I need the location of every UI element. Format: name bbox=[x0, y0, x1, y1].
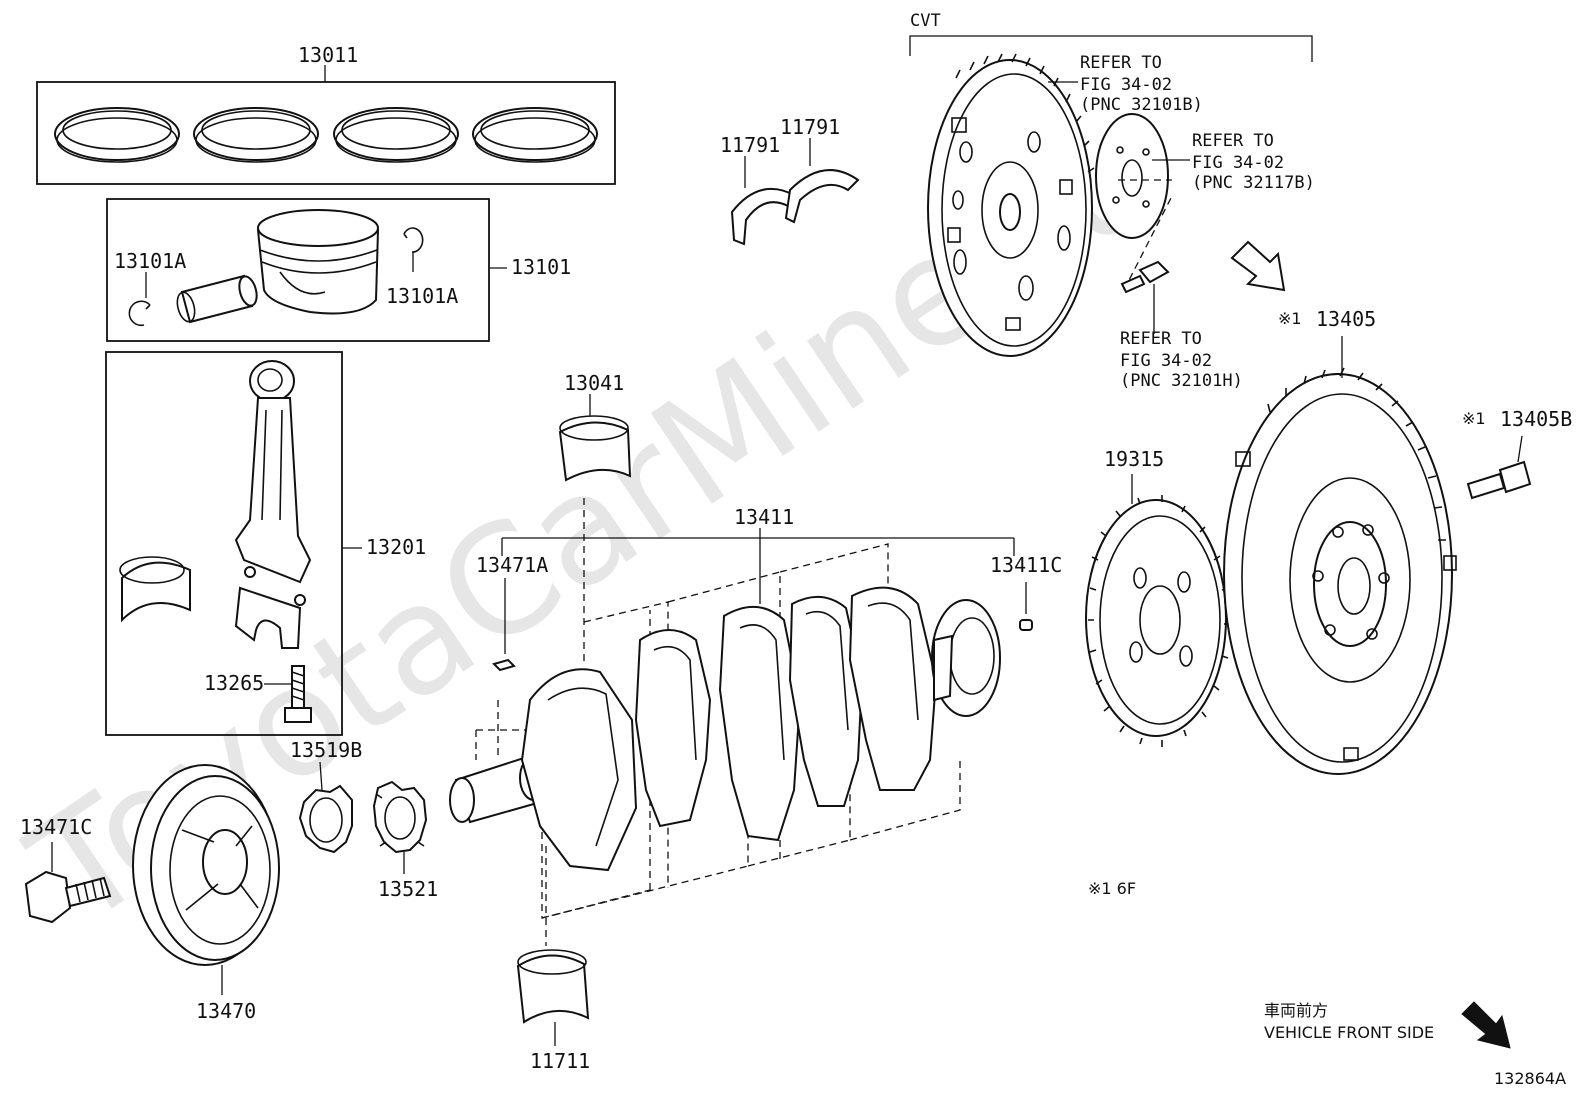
crankshaft-timing-sprocket[interactable] bbox=[298, 761, 353, 854]
counterweight-4 bbox=[788, 596, 864, 807]
crankshaft-pulley[interactable] bbox=[132, 764, 280, 995]
crankshaft-position-sensor-plate[interactable] bbox=[372, 780, 428, 874]
note-6F: ※1 6F bbox=[1088, 879, 1136, 898]
front-label-jp: 車両前方 bbox=[1264, 1001, 1328, 1020]
main-bearing-lower[interactable] bbox=[516, 949, 590, 1046]
crankshaft-signal-plate[interactable] bbox=[1085, 474, 1231, 747]
label-13101A-left[interactable]: 13101A bbox=[114, 249, 186, 273]
crankshaft-key[interactable] bbox=[492, 578, 516, 672]
vehicle-front-indicator: 車両前方 VEHICLE FRONT SIDE bbox=[1264, 1001, 1511, 1049]
label-13405[interactable]: 13405 bbox=[1316, 307, 1376, 331]
label-19315[interactable]: 19315 bbox=[1104, 447, 1164, 471]
front-arrow-icon bbox=[1461, 1001, 1511, 1049]
label-13011[interactable]: 13011 bbox=[298, 43, 358, 67]
label-11711[interactable]: 11711 bbox=[530, 1049, 590, 1073]
cvt-group: CVT REFER TO FIG 34-02 bbox=[909, 11, 1315, 391]
counterweight-3 bbox=[718, 605, 802, 842]
piston-pin bbox=[176, 274, 258, 324]
svg-text:(PNC 32101B): (PNC 32101B) bbox=[1080, 95, 1203, 115]
refer-2[interactable]: REFER TO FIG 34-02 (PNC 32117B) bbox=[1152, 131, 1315, 193]
label-13470[interactable]: 13470 bbox=[196, 999, 256, 1023]
label-13519B[interactable]: 13519B bbox=[290, 738, 362, 762]
svg-text:REFER TO: REFER TO bbox=[1080, 53, 1162, 73]
label-13411C[interactable]: 13411C bbox=[990, 553, 1062, 577]
crankshaft-flange bbox=[931, 599, 1001, 717]
svg-text:FIG 34-02: FIG 34-02 bbox=[1120, 351, 1212, 371]
snap-ring-left bbox=[128, 300, 151, 327]
svg-text:FIG 34-02: FIG 34-02 bbox=[1192, 153, 1284, 173]
ring-4 bbox=[472, 107, 598, 163]
refer-1[interactable]: REFER TO FIG 34-02 (PNC 32101B) bbox=[1048, 53, 1203, 115]
direction-arrow-outline bbox=[1230, 240, 1286, 292]
main-bearing-upper[interactable] bbox=[558, 394, 632, 482]
ring-1 bbox=[54, 107, 180, 163]
piston-sub-assy[interactable] bbox=[106, 198, 507, 342]
svg-text:FIG 34-02: FIG 34-02 bbox=[1080, 75, 1172, 95]
label-13471A[interactable]: 13471A bbox=[476, 553, 548, 577]
cvt-label: CVT bbox=[910, 11, 941, 31]
thrust-washer-right[interactable] bbox=[784, 138, 860, 224]
label-11791-left[interactable]: 11791 bbox=[720, 133, 780, 157]
ring-2 bbox=[193, 107, 319, 163]
label-11791-right[interactable]: 11791 bbox=[780, 115, 840, 139]
front-label-en: VEHICLE FRONT SIDE bbox=[1264, 1023, 1434, 1042]
flywheel[interactable] bbox=[1223, 336, 1457, 775]
mark-13405B: ※1 bbox=[1462, 409, 1486, 428]
label-13521[interactable]: 13521 bbox=[378, 877, 438, 901]
crankshaft-pulley-bolt[interactable] bbox=[24, 842, 112, 924]
crankshaft[interactable] bbox=[449, 498, 1015, 946]
label-13201[interactable]: 13201 bbox=[366, 535, 426, 559]
mark-13405: ※1 bbox=[1278, 309, 1302, 328]
label-13101[interactable]: 13101 bbox=[511, 255, 571, 279]
label-13101A-right[interactable]: 13101A bbox=[386, 284, 458, 308]
cvt-drive-plate[interactable] bbox=[927, 53, 1095, 357]
label-13411[interactable]: 13411 bbox=[734, 505, 794, 529]
counterweight-1 bbox=[520, 668, 638, 872]
svg-text:REFER TO: REFER TO bbox=[1192, 131, 1274, 151]
svg-text:REFER TO: REFER TO bbox=[1120, 329, 1202, 349]
connecting-rod bbox=[234, 360, 312, 649]
snap-ring-right bbox=[403, 227, 424, 253]
label-13405B[interactable]: 13405B bbox=[1500, 407, 1572, 431]
label-13471C[interactable]: 13471C bbox=[20, 815, 92, 839]
connecting-rod-sub-assy[interactable] bbox=[105, 351, 362, 736]
cvt-plate-bolt[interactable] bbox=[1120, 260, 1170, 334]
crankshaft-pin[interactable] bbox=[1019, 582, 1033, 631]
thrust-washer-left[interactable] bbox=[730, 156, 798, 246]
flywheel-bolt[interactable] bbox=[1466, 435, 1532, 500]
label-13265[interactable]: 13265 bbox=[204, 671, 264, 695]
label-13041[interactable]: 13041 bbox=[564, 371, 624, 395]
svg-text:(PNC 32117B): (PNC 32117B) bbox=[1192, 173, 1315, 193]
svg-text:(PNC 32101H): (PNC 32101H) bbox=[1120, 371, 1243, 391]
rod-bolt bbox=[284, 665, 312, 723]
piston bbox=[256, 209, 380, 315]
refer-3[interactable]: REFER TO FIG 34-02 (PNC 32101H) bbox=[1120, 329, 1243, 391]
rod-bearing bbox=[119, 556, 191, 623]
counterweight-2 bbox=[634, 629, 712, 828]
counterweight-5 bbox=[848, 586, 938, 791]
piston-ring-set[interactable] bbox=[36, 65, 616, 185]
cvt-spacer-plate[interactable] bbox=[1095, 113, 1169, 239]
figure-id: 132864A bbox=[1494, 1069, 1566, 1088]
ring-3 bbox=[333, 107, 459, 163]
